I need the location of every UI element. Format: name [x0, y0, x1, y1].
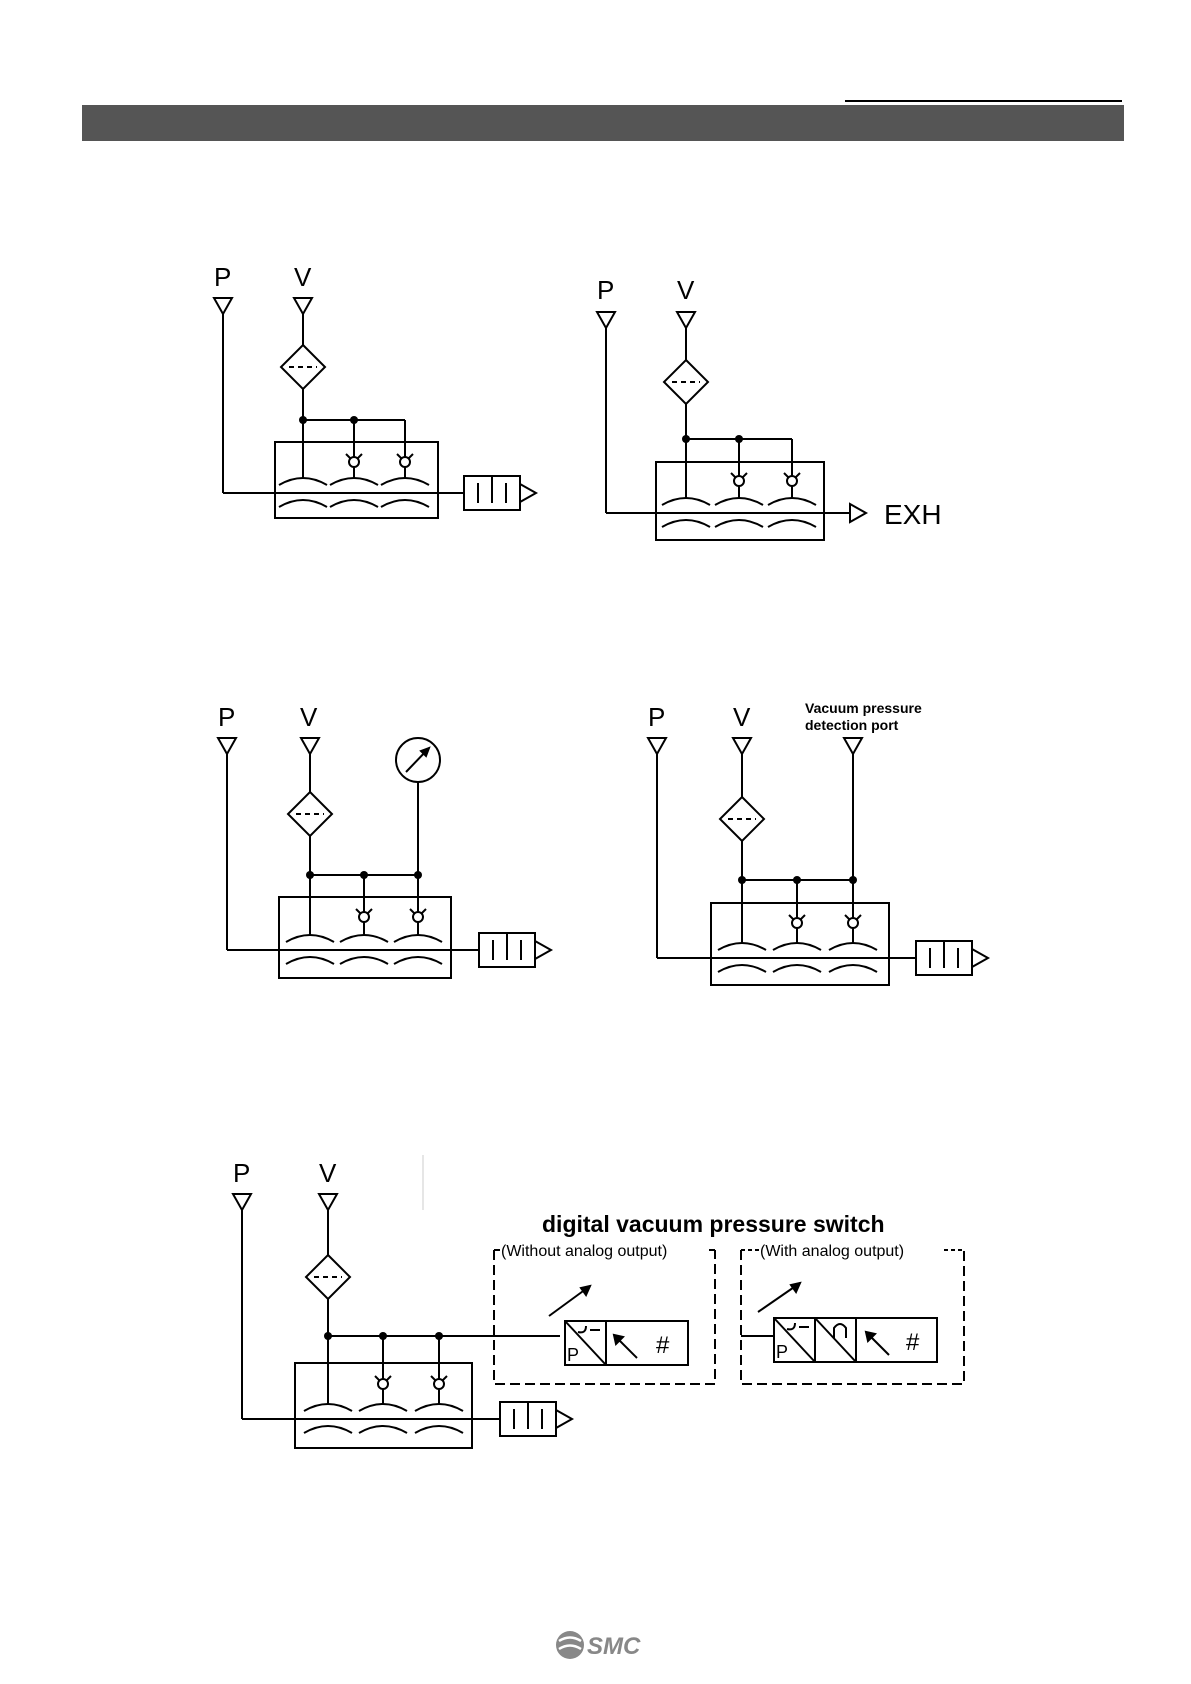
d4-detection-port-icon	[844, 738, 862, 754]
d5-switch-title: digital vacuum pressure switch	[542, 1211, 885, 1237]
d4-silencer-icon	[916, 941, 988, 975]
d5-with-hash-symbol: #	[906, 1329, 920, 1356]
d5-with-analog-label: (With analog output)	[760, 1243, 904, 1260]
d2-p-port-icon	[597, 312, 615, 328]
d5-switch-without-analog: (Without analog output) P #	[494, 1243, 715, 1384]
d3-v-port-icon	[301, 738, 319, 754]
diagram-2-ejector-exh-port: P V EXH	[597, 275, 942, 540]
d3-silencer-icon	[479, 933, 551, 967]
d5-p-port-icon	[233, 1194, 251, 1210]
d5-without-hash-symbol: #	[656, 1332, 670, 1359]
smc-logo: SMC	[555, 1628, 650, 1662]
d2-exh-arrow-icon	[850, 504, 866, 522]
d4-port-label-line1: Vacuum pressure	[805, 700, 922, 716]
d4-v-port-icon	[733, 738, 751, 754]
d5-with-p-symbol: P	[776, 1342, 788, 1362]
d5-v-port-icon	[319, 1194, 337, 1210]
d4-v-label: V	[733, 702, 751, 732]
d3-pressure-gauge-icon	[396, 738, 440, 782]
d5-without-analog-label: (Without analog output)	[501, 1243, 667, 1260]
d1-p-port-icon	[214, 298, 232, 314]
d2-p-label: P	[597, 275, 614, 305]
d1-v-port-icon	[294, 298, 312, 314]
d3-filter-icon	[288, 792, 332, 836]
d4-p-label: P	[648, 702, 665, 732]
d4-p-port-icon	[648, 738, 666, 754]
smc-logo-text: SMC	[587, 1633, 641, 1660]
d1-v-label: V	[294, 262, 312, 292]
d5-v-label: V	[319, 1158, 337, 1188]
smc-logo-mark-icon	[556, 1631, 584, 1659]
diagram-1-ejector-with-silencer: P V	[214, 262, 536, 518]
d4-port-label-line2: detection port	[805, 717, 899, 733]
diagram-3-ejector-with-gauge: P V	[218, 702, 551, 978]
diagram-4-ejector-with-detection-port: P V Vacuum pressure detection port	[648, 700, 988, 985]
d1-silencer-icon	[464, 476, 536, 510]
d5-switch-with-analog: (With analog output) P #	[741, 1243, 964, 1384]
d1-filter-icon	[281, 345, 325, 389]
d1-p-label: P	[214, 262, 231, 292]
d5-p-label: P	[233, 1158, 250, 1188]
d2-filter-icon	[664, 360, 708, 404]
d5-filter-icon	[306, 1255, 350, 1299]
d4-filter-icon	[720, 797, 764, 841]
d5-without-p-symbol: P	[567, 1345, 579, 1365]
d3-v-label: V	[300, 702, 318, 732]
diagram-5-ejector-with-pressure-switch: P V digital vacuum pressure switch (With…	[233, 1155, 964, 1448]
d2-exh-label: EXH	[884, 499, 942, 530]
d5-silencer-icon	[500, 1402, 572, 1436]
d3-p-label: P	[218, 702, 235, 732]
d2-v-port-icon	[677, 312, 695, 328]
d3-p-port-icon	[218, 738, 236, 754]
d2-v-label: V	[677, 275, 695, 305]
d1-ejector-body	[275, 442, 438, 518]
